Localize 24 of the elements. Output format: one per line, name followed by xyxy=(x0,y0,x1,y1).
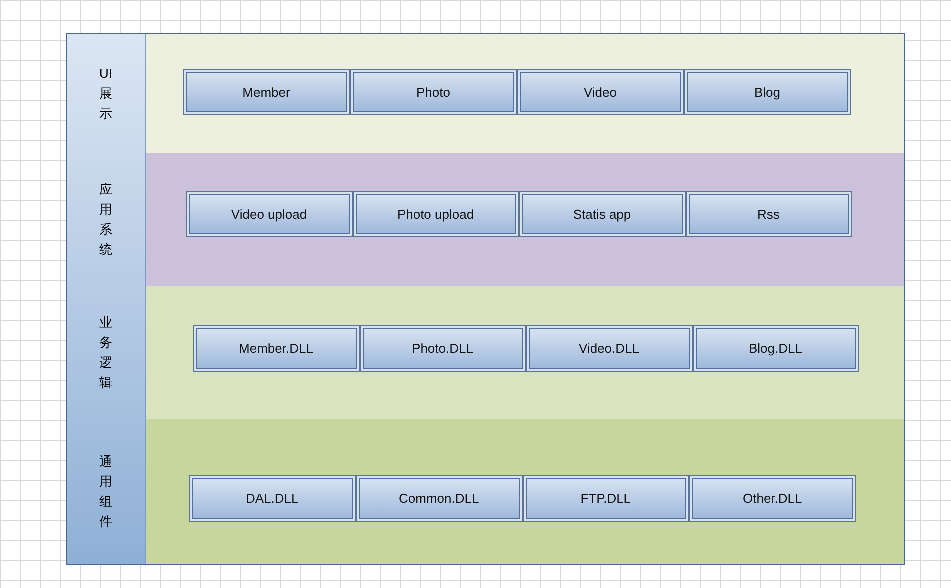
lane-heading: 业务逻辑 xyxy=(67,286,146,419)
lane-band xyxy=(67,419,904,564)
lane-heading: 应用系统 xyxy=(67,153,146,286)
module-box: Photo xyxy=(350,69,517,115)
module-box: Video upload xyxy=(186,191,352,237)
module-box: Rss xyxy=(686,191,852,237)
module-box: Video xyxy=(517,69,684,115)
module-box: Statis app xyxy=(519,191,686,237)
lane-band xyxy=(67,34,904,153)
module-box: Member xyxy=(183,69,350,115)
lane-band xyxy=(67,286,904,419)
module-box: FTP.DLL xyxy=(522,475,690,522)
module-box: DAL.DLL xyxy=(189,475,356,522)
module-box: Member.DLL xyxy=(193,325,360,372)
module-box: Other.DLL xyxy=(689,475,856,522)
module-box: Video.DLL xyxy=(526,325,692,372)
module-box: Common.DLL xyxy=(356,475,522,522)
lane-heading: UI展示 xyxy=(67,34,146,153)
module-box: Photo.DLL xyxy=(360,325,526,372)
module-box: Blog xyxy=(684,69,851,115)
lane-band xyxy=(67,153,904,286)
module-box: Photo upload xyxy=(352,191,519,237)
module-box: Blog.DLL xyxy=(692,325,859,372)
lane-heading: 通用组件 xyxy=(67,419,146,564)
